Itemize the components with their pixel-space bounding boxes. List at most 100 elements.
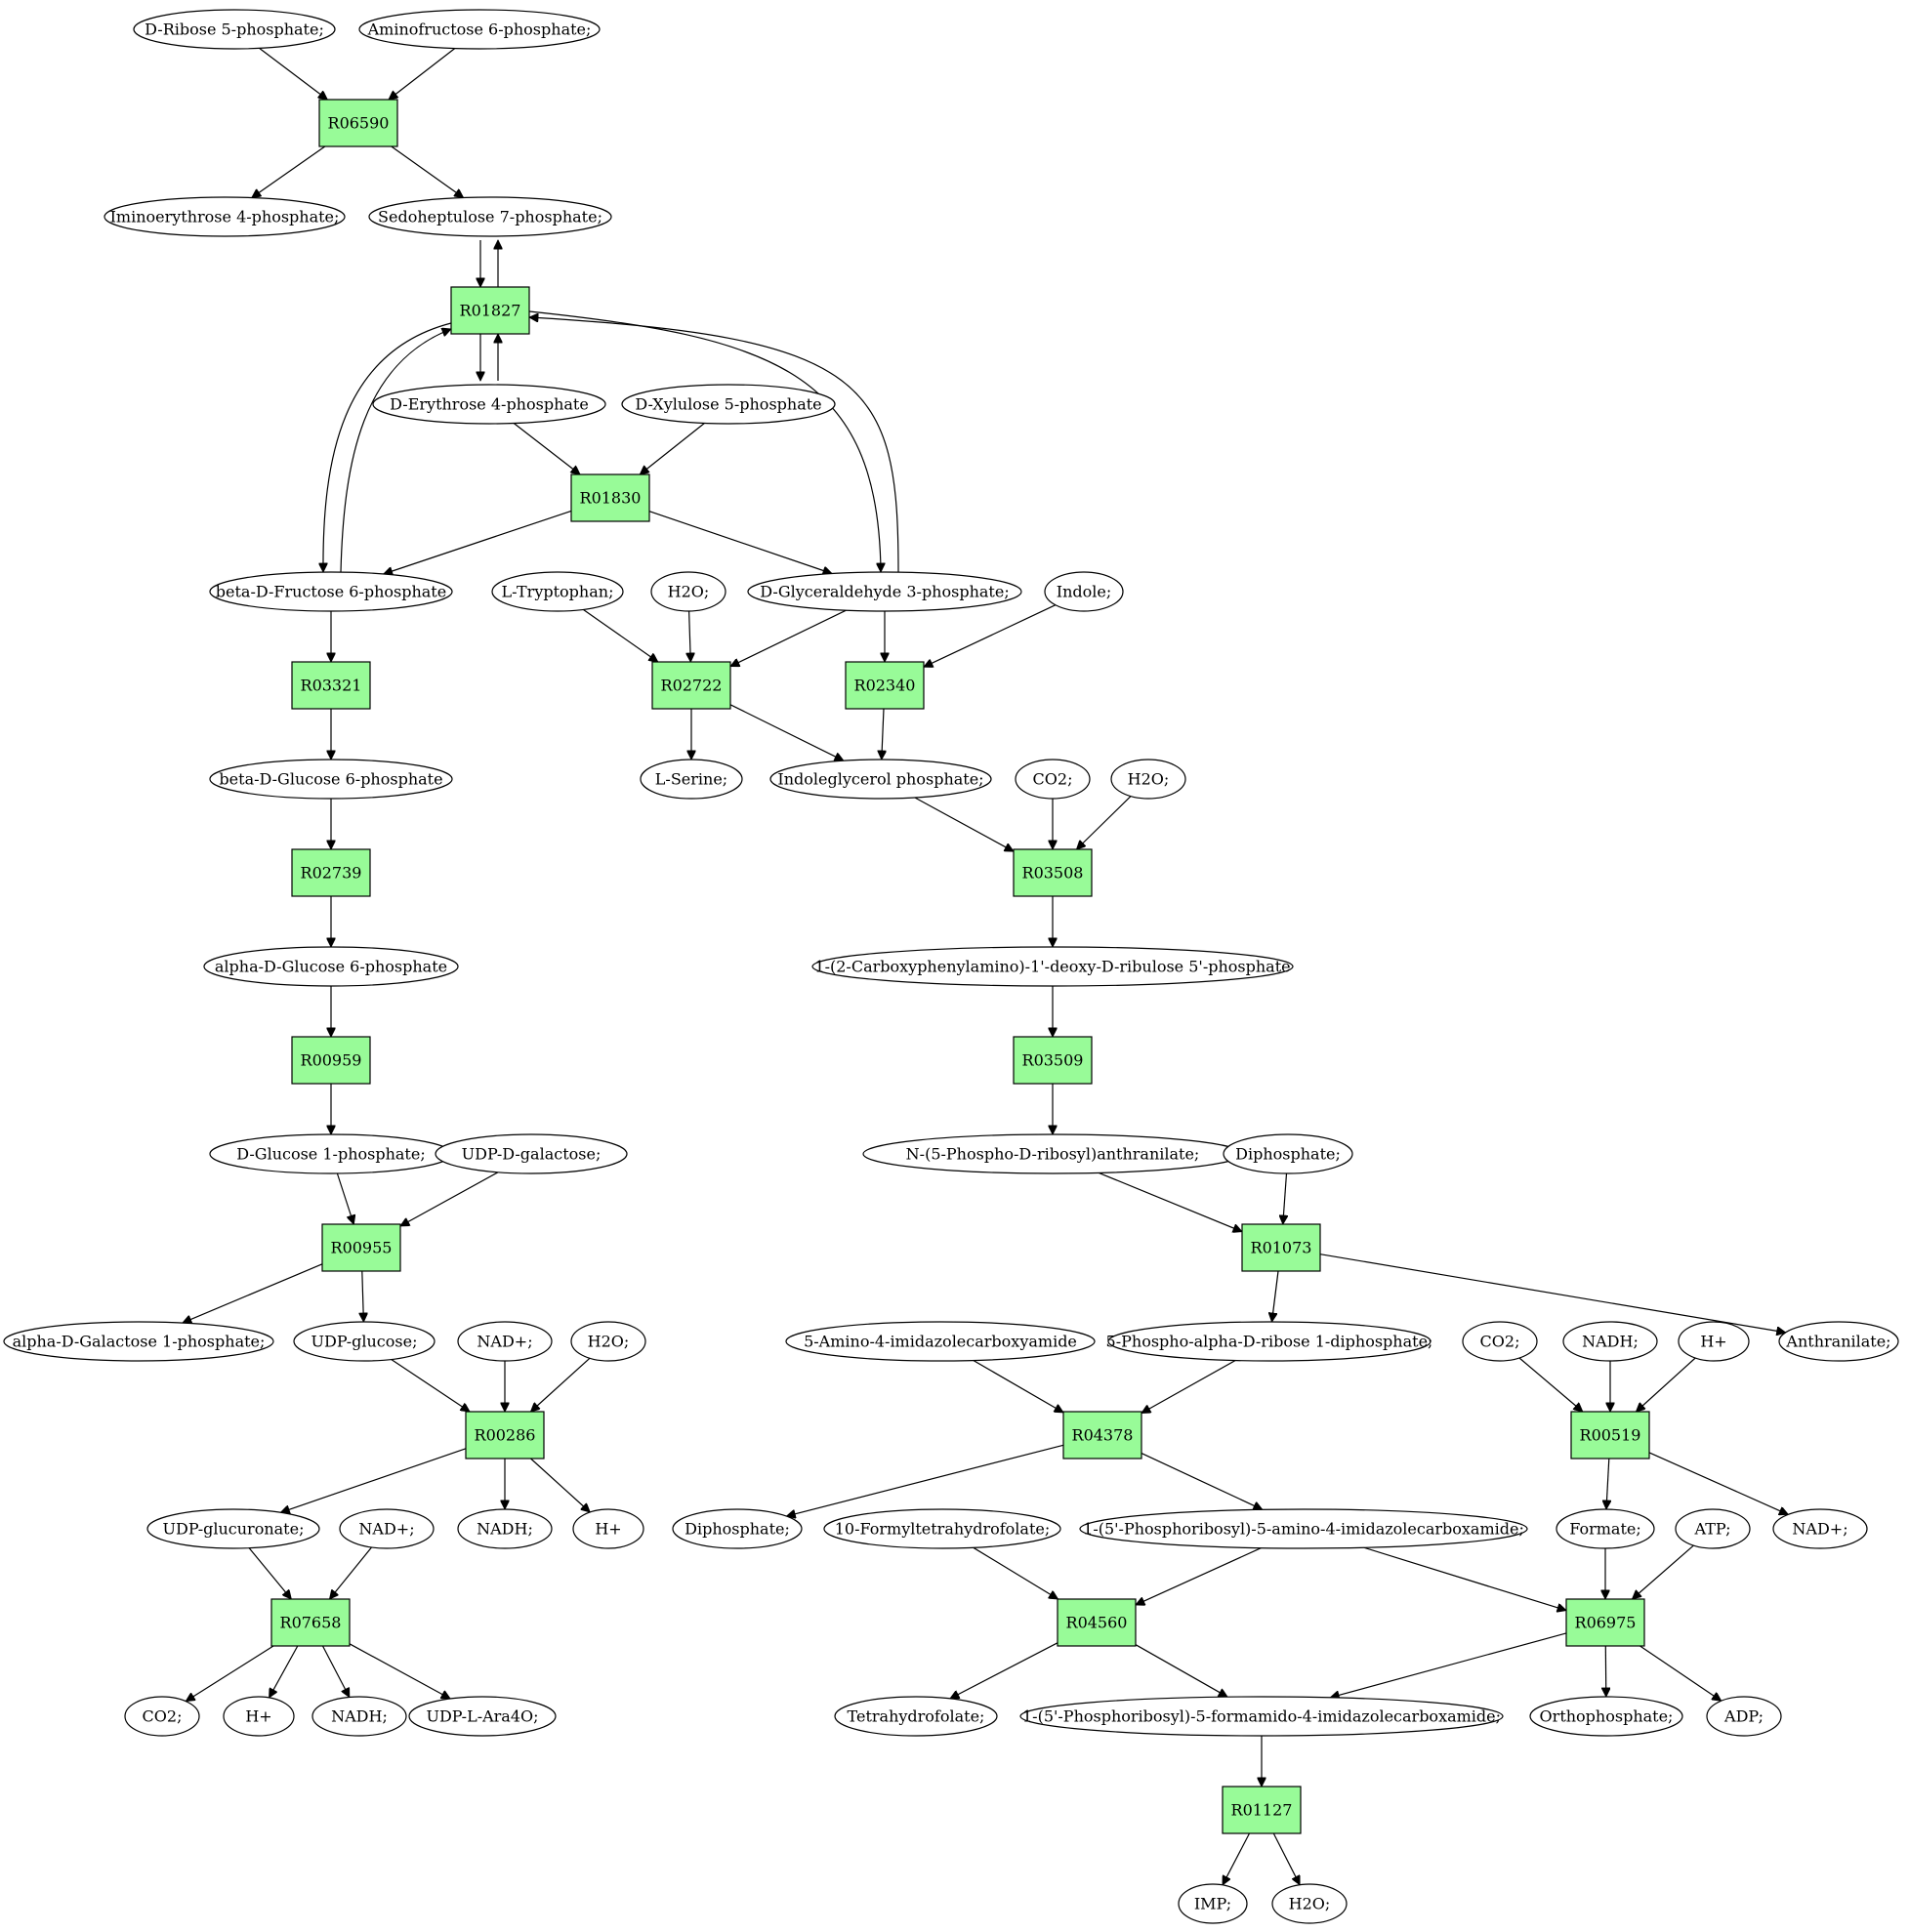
compound-ellipse: [1107, 1321, 1432, 1362]
edge-c-e4p-to-r01830: [513, 423, 580, 475]
compound-ellipse: [358, 9, 601, 50]
reaction-box: [1565, 1598, 1645, 1647]
compound-ellipse: [747, 571, 1022, 612]
compound-ellipse: [1462, 1321, 1538, 1362]
node-label: beta-D-Glucose 6-phosphate: [219, 770, 442, 789]
reaction-box: [1062, 1411, 1142, 1459]
compound-ellipse: [1223, 1133, 1353, 1174]
compound-ellipse: [570, 1321, 646, 1362]
compound-node-atp: ATP;: [1675, 1508, 1751, 1549]
compound-node-sedoheptulose-7-phosphate: Sedoheptulose 7-phosphate;: [368, 196, 612, 237]
edge-c-atp-to-r06975: [1633, 1544, 1694, 1599]
compound-node-anthranilate: Anthranilate;: [1778, 1321, 1899, 1362]
compound-node-nadh: NADH;: [1562, 1321, 1658, 1362]
compound-ellipse: [650, 571, 726, 612]
node-label: Diphosphate;: [685, 1520, 790, 1539]
edge-c-h2o-c-to-r00286: [531, 1357, 591, 1412]
node-label: R02722: [661, 677, 723, 695]
node-label: R03508: [1022, 864, 1084, 883]
reaction-box: [1570, 1411, 1650, 1459]
compound-ellipse: [1778, 1321, 1899, 1362]
reaction-node-r04378: R04378: [1062, 1411, 1142, 1459]
node-label: R00959: [301, 1051, 362, 1070]
edge-c-h2o-b-to-r03508: [1077, 796, 1132, 849]
node-label: IMP;: [1194, 1895, 1231, 1913]
node-label: ADP;: [1723, 1707, 1764, 1726]
node-label: Formate;: [1569, 1520, 1641, 1539]
edge-c-trp-to-r02722: [582, 608, 658, 662]
compound-ellipse: [368, 196, 612, 237]
node-label: 5-Phospho-alpha-D-ribose 1-diphosphate;: [1106, 1333, 1433, 1351]
edge-r01127-to-c-h2o-d: [1272, 1832, 1301, 1885]
reaction-node-r03509: R03509: [1013, 1036, 1093, 1085]
edge-r04378-to-c-ppi-b: [786, 1444, 1064, 1516]
node-label: R07658: [280, 1614, 342, 1632]
compound-node-1-5-phosphoribosyl-5-amino-4-imidazolecarboxamide: 1-(5'-Phosphoribosyl)-5-amino-4-imidazol…: [1079, 1508, 1528, 1549]
reaction-node-r07658: R07658: [270, 1598, 351, 1647]
compound-node-formate: Formate;: [1556, 1508, 1655, 1549]
node-label: Indoleglycerol phosphate;: [777, 770, 983, 789]
compound-node-iminoerythrose-4-phosphate: Iminoerythrose 4-phosphate;: [104, 196, 346, 237]
compound-node-5-amino-4-imidazolecarboxyamide: 5-Amino-4-imidazolecarboxyamide: [785, 1321, 1096, 1362]
compound-node-udp-glucuronate: UDP-glucuronate;: [146, 1508, 320, 1549]
reaction-box: [1057, 1598, 1137, 1647]
compound-node-l-tryptophan: L-Tryptophan;: [491, 571, 624, 612]
edge-r07658-to-c-h-c: [269, 1645, 299, 1698]
compound-node-10-formyltetrahydrofolate: 10-Formyltetrahydrofolate;: [823, 1508, 1061, 1549]
compound-ellipse: [339, 1508, 435, 1549]
node-label: NAD+;: [1792, 1520, 1847, 1539]
edge-r01073-to-c-prpp: [1272, 1270, 1279, 1322]
node-label: R06975: [1575, 1614, 1637, 1632]
edge-c-udpglc-to-r00286: [391, 1359, 470, 1413]
compound-node-d-glucose-1-phosphate: D-Glucose 1-phosphate;: [209, 1133, 453, 1174]
compound-node-aminofructose-6-phosphate: Aminofructose 6-phosphate;: [358, 9, 601, 50]
node-label: R01073: [1251, 1239, 1312, 1257]
node-label: R04378: [1072, 1426, 1134, 1445]
edge-r06975-to-c-adp: [1639, 1645, 1722, 1701]
edge-c-indole-to-r02340: [924, 604, 1057, 668]
node-label: Sedoheptulose 7-phosphate;: [378, 208, 602, 226]
edge-c-h2o-a-to-r02722: [689, 610, 691, 662]
edge-c-udpgal-to-r00955: [400, 1172, 499, 1227]
node-label: R02739: [301, 864, 362, 883]
edge-r01073-to-c-anth: [1319, 1254, 1786, 1333]
edge-r07658-to-c-co2-c: [186, 1645, 274, 1702]
compound-ellipse: [311, 1696, 407, 1737]
edge-r04560-to-c-thf: [950, 1642, 1058, 1700]
compound-ellipse: [124, 1696, 200, 1737]
node-label: Orthophosphate;: [1540, 1707, 1674, 1726]
node-layer: D-Ribose 5-phosphate; Aminofructose 6-pho…: [3, 9, 1899, 1924]
node-label: CO2;: [1033, 770, 1073, 789]
compound-node-udp-l-ara4o: UDP-L-Ara4O;: [408, 1696, 557, 1737]
edge-r06590-to-c-ie4p: [252, 145, 326, 198]
compound-ellipse: [1678, 1321, 1750, 1362]
edge-r06590-to-c-s7p: [391, 145, 464, 198]
compound-node-1-5-phosphoribosyl-5-formamido-4-imidazolecarboxamide: 1-(5'-Phosphoribosyl)-5-formamido-4-imid…: [1019, 1696, 1504, 1737]
compound-ellipse: [1044, 571, 1124, 612]
reaction-box: [321, 1223, 401, 1272]
node-label: R03321: [301, 677, 362, 695]
edge-c-udpglcu-to-r07658: [248, 1547, 291, 1599]
compound-node-d-xylulose-5-phosphate: D-Xylulose 5-phosphate: [621, 384, 836, 425]
node-label: NADH;: [477, 1520, 533, 1539]
edge-r01827-to-c-f6p: [323, 322, 452, 572]
node-label: D-Ribose 5-phosphate;: [145, 21, 324, 39]
compound-ellipse: [823, 1508, 1061, 1549]
compound-ellipse: [293, 1321, 436, 1362]
edge-r06975-to-c-pi: [1605, 1645, 1606, 1697]
node-label: CO2;: [1480, 1333, 1520, 1351]
compound-node-imp: IMP;: [1178, 1883, 1248, 1924]
compound-ellipse: [1556, 1508, 1655, 1549]
compound-node-h2o: H2O;: [1110, 759, 1186, 800]
reaction-box: [570, 473, 650, 522]
compound-ellipse: [785, 1321, 1096, 1362]
reaction-box: [1222, 1786, 1302, 1834]
node-label: D-Glyceraldehyde 3-phosphate;: [760, 583, 1009, 601]
edge-r00286-to-c-h-b: [530, 1458, 591, 1512]
reaction-box: [318, 99, 398, 147]
node-label: R00519: [1580, 1426, 1641, 1445]
reaction-box: [270, 1598, 351, 1647]
node-label: H2O;: [588, 1333, 630, 1351]
compound-ellipse: [209, 759, 453, 800]
node-label: NADH;: [1582, 1333, 1639, 1351]
